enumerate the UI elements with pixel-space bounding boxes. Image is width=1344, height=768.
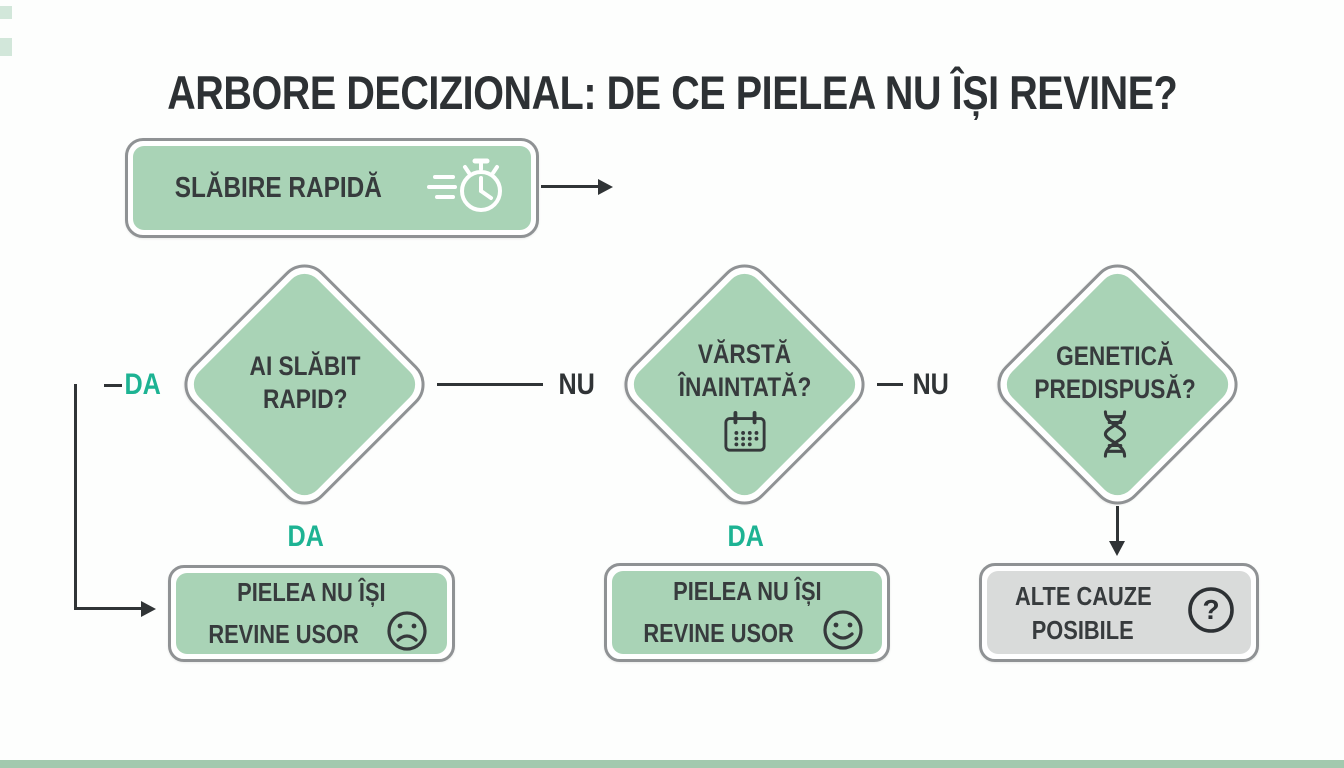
left-edge-mark (0, 38, 12, 56)
edge-da-1-label: DA (287, 520, 325, 553)
svg-text:?: ? (1203, 594, 1220, 625)
page-title: ARBORE DECIZIONAL: DE CE PIELEA NU ÎȘI R… (0, 65, 1344, 120)
decision-genetics-label: GENETICĂ PREDISPUSĂ? (995, 340, 1235, 466)
edge-da-left-label: DA (124, 368, 162, 401)
decision-age-label: VĂRSTĂ ÎNAINTATĂ? (625, 338, 865, 462)
edge-da-left-hline (74, 607, 142, 610)
result-happy-label: PIELEA NU ÎȘI REVINE USOR (629, 574, 864, 652)
edge-genetics-arrow-head (1109, 541, 1125, 556)
result-other-causes-label: ALTE CAUZE POSIBILE (1014, 580, 1152, 645)
edge-nu-1-line (437, 383, 543, 386)
edge-genetics-arrow-line (1116, 506, 1119, 542)
start-node-label: SLĂBIRE RAPIDĂ (174, 171, 382, 204)
edge-da-2-label: DA (727, 520, 765, 553)
dna-icon (1097, 410, 1133, 466)
result-happy-node: PIELEA NU ÎȘI REVINE USOR (604, 563, 890, 662)
result-sad-node: PIELEA NU ÎȘI REVINE USOR (168, 565, 455, 662)
footer-accent-bar (0, 760, 1344, 768)
edge-da-left-dash (104, 384, 122, 387)
calendar-icon (722, 410, 768, 462)
start-arrow-head (598, 179, 613, 195)
result-other-causes-node: ALTE CAUZE POSIBILE ? (979, 563, 1259, 662)
edge-nu-1-label: NU (558, 368, 596, 401)
decision-weight-loss-label: AI SLĂBIT RAPID? (249, 351, 361, 414)
edge-da-left-arrow-head (141, 601, 156, 617)
start-node: SLĂBIRE RAPIDĂ (125, 138, 539, 238)
edge-nu-2-label: NU (912, 368, 950, 401)
question-icon: ? (1186, 585, 1236, 640)
sad-face-icon (373, 610, 429, 651)
happy-face-icon (809, 609, 865, 650)
result-sad-label: PIELEA NU ÎȘI REVINE USOR (194, 575, 429, 653)
left-edge-mark (0, 6, 12, 19)
edge-da-left-vline (74, 384, 77, 610)
page-title-text: ARBORE DECIZIONAL: DE CE PIELEA NU ÎȘI R… (166, 66, 1178, 120)
stopwatch-icon (427, 153, 509, 224)
edge-nu-2-line (877, 383, 903, 386)
start-arrow-line (541, 185, 599, 188)
